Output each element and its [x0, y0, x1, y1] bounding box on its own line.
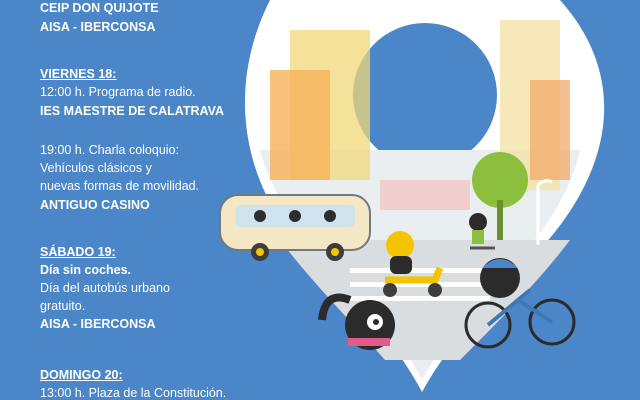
- intro-block: CEIP DON QUIJOTE AISA - IBERCONSA: [40, 1, 159, 35]
- crosswalk: [350, 268, 490, 301]
- friday-event1-time: 12:00 h. Programa de radio.: [40, 85, 196, 99]
- walker-icon: [318, 293, 395, 350]
- bus-icon: [219, 194, 371, 261]
- scooter-icon: [383, 231, 444, 297]
- friday-event2-desc2: nuevas formas de movilidad.: [40, 179, 200, 193]
- friday-event2-time: 19:00 h. Charla coloquio:: [40, 143, 179, 157]
- saturday-event-desc1: Día del autobús urbano: [40, 281, 170, 295]
- saturday-event-desc2: gratuito.: [40, 299, 86, 313]
- kick-scooter-icon: [469, 213, 495, 250]
- saturday-block: SÁBADO 19: Día sin coches. Día del autob…: [40, 245, 170, 332]
- friday-event2-desc1: Vehículos clásicos y: [40, 161, 152, 175]
- city-mobility-illustration: [200, 0, 640, 400]
- friday-event2-venue: ANTIGUO CASINO: [40, 198, 150, 212]
- location-pin-icon: [244, 0, 605, 392]
- intro-line-2: AISA - IBERCONSA: [40, 20, 156, 34]
- illustration-svg: [219, 0, 605, 392]
- bicycle-icon: [464, 258, 576, 349]
- saturday-day: SÁBADO 19:: [40, 245, 116, 259]
- saturday-event-venue: AISA - IBERCONSA: [40, 317, 156, 331]
- sunday-event-time: 13:00 h. Plaza de la Constitución.: [40, 386, 227, 400]
- sunday-block: DOMINGO 20: 13:00 h. Plaza de la Constit…: [40, 368, 226, 400]
- friday-block: VIERNES 18: 12:00 h. Programa de radio. …: [40, 67, 224, 213]
- friday-event1-venue: IES MAESTRE DE CALATRAVA: [40, 104, 225, 118]
- intro-line-1: CEIP DON QUIJOTE: [40, 1, 159, 15]
- friday-day: VIERNES 18:: [40, 67, 117, 81]
- sunday-day: DOMINGO 20:: [40, 368, 123, 382]
- saturday-event-title: Día sin coches.: [40, 263, 132, 277]
